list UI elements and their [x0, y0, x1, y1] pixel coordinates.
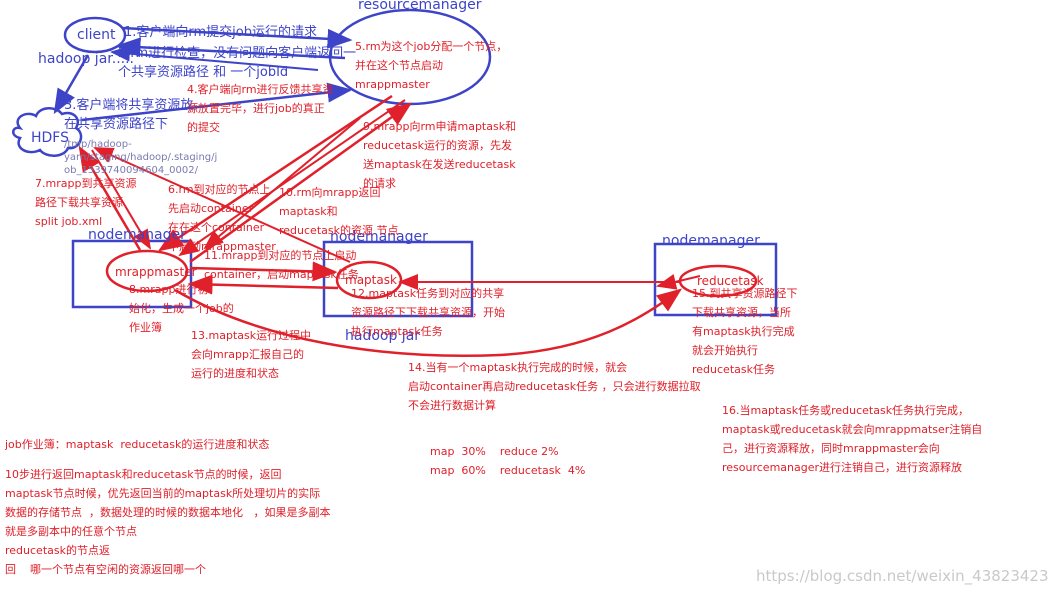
arrow-step7	[78, 145, 142, 251]
arrow-reduce-rm	[656, 274, 701, 290]
step10-detail-note: 10步进行返回maptask和reducetask节点的时候，返回 maptas…	[5, 468, 331, 576]
nodemanager-2-label: nodemanager	[330, 229, 428, 245]
step5-text: 5.rm为这个job分配一个节点， 并在这个节点启动 mrappmaster	[355, 40, 508, 91]
arrow-step3	[53, 54, 90, 115]
reducetask-label: reducetask	[697, 274, 764, 288]
maptask-label: maptask	[345, 273, 397, 287]
progress-note: map 30% reduce 2% map 60% reducetask 4%	[430, 445, 586, 477]
hdfs-path-text: /tmp/hadoop- yarn/staging/hadoop/.stagin…	[64, 139, 218, 176]
step6-text: 6.rm到对应的节点上 先启动container 在在这个container 中…	[168, 183, 276, 253]
nodemanager-box-3	[653, 242, 778, 317]
arrow-step12	[93, 147, 351, 263]
hadoop-jar-label: hadoop jar.....	[38, 51, 134, 67]
arrow-step6b	[178, 99, 406, 257]
client-ellipse	[63, 16, 127, 54]
resourcemanager-label: resourcemanager	[358, 0, 482, 13]
nodemanager-3-label: nodemanager	[662, 233, 760, 249]
mrappmaster-ellipse	[105, 249, 189, 293]
arrow-step13	[187, 274, 339, 295]
mrappmaster-label: mrappmaster	[115, 265, 197, 279]
hdfs-label: HDFS	[31, 130, 70, 146]
step4-text: 4.客户端向rm进行反馈共享资 源放置完毕，进行job的真正 的提交	[187, 83, 334, 134]
arrow-step2	[115, 37, 346, 60]
step11-text: 11.mrapp到对应的节点上启动 container，启动maptask任务	[204, 249, 359, 281]
hadoop-jar-mid-label: hadoop jar	[345, 328, 421, 344]
watermark: https://blog.csdn.net/weixin_43823423	[756, 567, 1049, 585]
arrow-step1	[121, 26, 353, 49]
step10-text: 10.rm向mrapp返回 maptask和 reducetask的资源 节点	[279, 186, 399, 237]
arrow-step2b	[110, 45, 319, 71]
step14-text: 14.当有一个maptask执行完成的时候，就会 启动container再启动r…	[408, 361, 701, 412]
arrow-step9	[189, 102, 413, 264]
job-book-note: job作业簿：maptask reducetask的运行进度和状态	[5, 438, 270, 451]
arrow-step4	[81, 82, 353, 122]
step16-text: 16.当maptask任务或reducetask任务执行完成， maptask或…	[722, 404, 983, 474]
step3-text: 3.客户端将共享资源放 在共享资源路径下	[64, 98, 194, 132]
nodemanager-box-1	[71, 239, 193, 309]
step7-text: 7.mrapp到共享资源 路径下载共享资源 split job.xml	[35, 177, 137, 228]
step12-text: 12.maptask任务到对应的共享 资源路径下下载共享资源，开始 执行mapt…	[351, 287, 505, 338]
arrow-step7b	[91, 149, 152, 250]
step8-text: 8.mrapp进行初 始化，生成一个job的 作业簿	[129, 283, 234, 334]
arrow-step11	[189, 261, 338, 282]
hdfs-cloud	[12, 107, 83, 157]
arrow-step14	[174, 288, 683, 357]
step1-text: 1.客户端向rm提交job运行的请求	[124, 25, 318, 40]
step15-text: 15.到共享资源路径下 下载共享资源，当所 有maptask执行完成 就会开始执…	[692, 287, 798, 376]
step2-text: 2.rm进行检查，没有问题向客户端返回一 个共享资源路径 和 一个jobId	[118, 46, 357, 80]
nodemanager-1-label: nodemanager	[88, 227, 186, 243]
step13-text: 13.maptask运行过程中 会向mrapp汇报自己的 运行的进度和状态	[191, 329, 312, 380]
arrow-step10	[203, 117, 361, 250]
client-label: client	[77, 27, 116, 43]
step9-text: 9.mrapp向rm申请maptask和 reducetask运行的资源，先发 …	[363, 120, 517, 190]
arrow-step5-6	[157, 94, 393, 252]
